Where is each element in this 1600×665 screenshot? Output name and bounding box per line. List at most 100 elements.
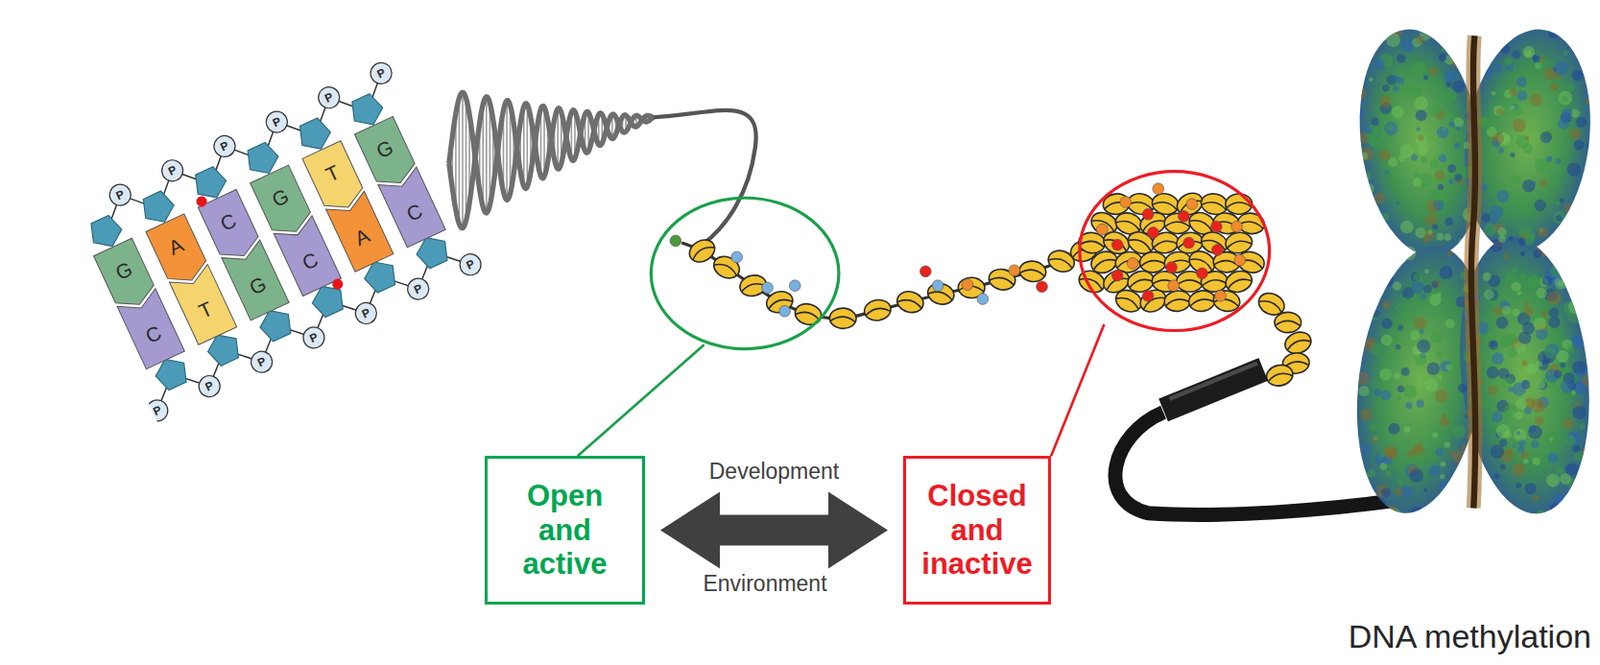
chromatin-granule (1356, 191, 1362, 198)
chromatin-granule (1575, 401, 1581, 407)
chromatin-granule (1385, 505, 1398, 518)
chromatin-granule (1522, 179, 1535, 192)
chromatin-granule (1517, 290, 1523, 296)
chromatin-granule (1591, 469, 1600, 478)
chromatin-granule (1515, 482, 1522, 489)
chromatin-granule (1386, 124, 1393, 131)
chromatin-granule (1442, 25, 1455, 38)
histone-mark (961, 279, 974, 291)
chromatin-granule (1343, 19, 1353, 28)
chromatin-granule (1414, 354, 1428, 367)
chromatin-granule (1415, 35, 1425, 45)
chromatin-granule (1491, 91, 1497, 96)
chromatin-granule (1437, 184, 1444, 191)
chromatin-granule (1527, 274, 1542, 289)
histone-mark (1183, 237, 1195, 249)
chromatin-granule (1593, 347, 1600, 357)
chromatin-granule (1497, 227, 1506, 237)
chromatin-granule (1485, 152, 1494, 161)
chromatin-granule (1582, 307, 1591, 315)
chromatin-granule (1341, 324, 1353, 335)
chromatin-granule (1342, 278, 1352, 287)
chromatin-granule (1364, 285, 1377, 297)
chromatin-granule (1346, 121, 1358, 133)
chromatin-granule (1450, 493, 1461, 504)
chromatin-granule (1590, 171, 1600, 184)
chromatin-granule (1448, 520, 1456, 527)
chromatin-granule (1562, 17, 1573, 27)
chromatin-granule (1509, 104, 1515, 110)
chromatin-granule (1412, 272, 1423, 283)
chromatin-granule (1566, 27, 1578, 40)
chromatin-granule (1447, 164, 1457, 173)
chromatin-granule (1548, 441, 1553, 447)
chromatin-granule (1361, 175, 1369, 184)
chromatin-granule (1589, 516, 1600, 529)
histone-mark (1008, 264, 1021, 277)
chromatin-granule (1392, 175, 1399, 182)
chromatin-granule (1379, 220, 1392, 234)
chromatin-granule (1552, 232, 1560, 240)
chromatin-granule (1424, 378, 1438, 392)
chromatin-fiber (1115, 412, 1401, 516)
chromatin-granule (1429, 293, 1442, 307)
histone-mark (1096, 223, 1108, 236)
chromatin-granule (1444, 441, 1451, 448)
chromatin-granule (1562, 49, 1568, 55)
chromatin-granule (1525, 482, 1537, 495)
chromatin-granule (1598, 71, 1600, 78)
wrapped-dna (1226, 202, 1252, 209)
histone-core (1264, 362, 1295, 389)
chromatin-granule (1546, 473, 1560, 487)
nucleosome (1225, 193, 1253, 215)
chromatin-granule (1352, 73, 1359, 80)
histone-mark (1142, 289, 1154, 302)
chromatin-granule (1440, 47, 1446, 52)
chromatin-granule (1458, 238, 1464, 244)
chromatin-granule (1579, 247, 1590, 258)
chromatin-granule (1449, 451, 1455, 456)
chromatin-granule (1565, 83, 1575, 93)
chromatin-granule (1486, 18, 1496, 27)
phosphate (352, 299, 381, 328)
chromatin-granule (1362, 125, 1372, 135)
chromatin-granule (1583, 47, 1591, 54)
chromatin-granule (1434, 169, 1445, 180)
chromatin-granule (1384, 121, 1398, 136)
chromatin-granule (1497, 506, 1509, 519)
histone-core (1225, 193, 1253, 215)
double-arrow (717, 515, 831, 547)
chromatin-granule (1353, 109, 1363, 120)
histone-mark (1126, 257, 1139, 269)
chromatin-granule (1565, 488, 1574, 497)
chromatin-granule (1483, 289, 1495, 301)
chromatin-granule (1525, 49, 1532, 57)
chromatid-gap (1471, 35, 1476, 508)
chromatin-granule (1574, 247, 1584, 258)
chromatin-granule (1544, 347, 1556, 359)
chromatin-granule (1449, 120, 1457, 128)
chromatin-granule (1552, 493, 1564, 504)
chromatin-granule (1439, 33, 1445, 39)
chromatin-granule (1504, 271, 1517, 284)
chromatin-granule (1439, 265, 1454, 280)
chromatin-granule (1534, 416, 1544, 426)
chromatin-granule (1550, 82, 1559, 92)
histone-core (792, 301, 824, 328)
phosphate (210, 132, 239, 161)
chromatin-granule (1384, 445, 1398, 459)
histone-mark (1166, 262, 1178, 274)
chromatin-granule (1349, 309, 1361, 320)
chromatin-granule (1365, 313, 1373, 321)
chromatin-granule (1405, 402, 1412, 409)
chromatin-granule (1410, 154, 1418, 162)
chromatin-granule (1453, 117, 1464, 128)
helix-rung (465, 97, 468, 221)
chromatin-granule (1397, 325, 1404, 332)
wrapped-dna (795, 310, 821, 321)
chromatin-granule (1397, 479, 1404, 486)
chromatin-granule (1508, 88, 1517, 96)
chromatin-granule (1343, 267, 1351, 275)
chromatin-granule (1362, 206, 1376, 219)
chromatin-granule (1385, 169, 1390, 175)
